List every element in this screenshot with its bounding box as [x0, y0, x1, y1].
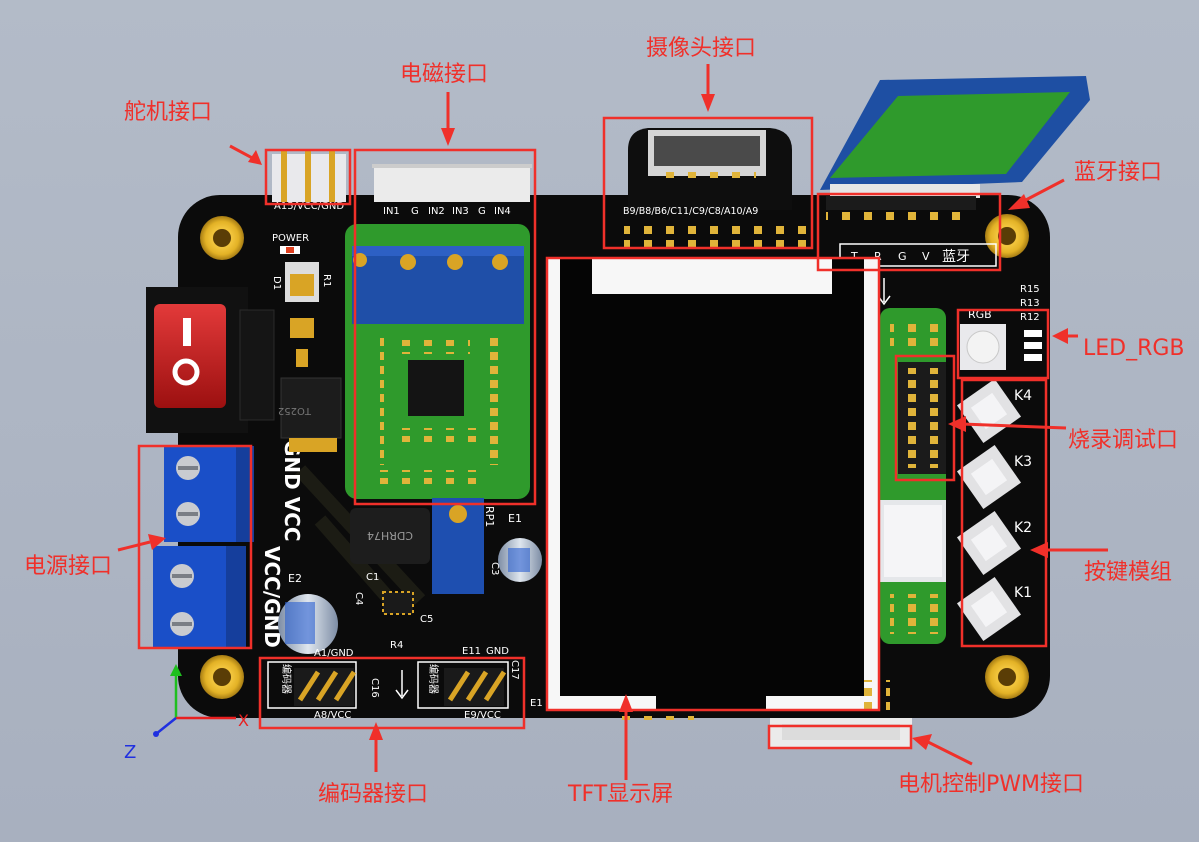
- enc1-pin-silk: A1/GND: [314, 648, 354, 659]
- mounting-holes: [200, 214, 1029, 699]
- svg-text:K4: K4: [1014, 388, 1032, 404]
- r1-silk: R1: [321, 274, 332, 287]
- svg-text:IN1: IN1: [383, 206, 400, 217]
- callout-motor-pwm: 电机控制PWM接口: [898, 772, 1085, 797]
- camera-pin-silk: B9/B8/B6/C11/C9/C8/A10/A9: [623, 206, 758, 217]
- c1-silk: C1: [366, 572, 379, 583]
- bt-pin-r: R: [874, 250, 882, 263]
- servo-pin-silk: A15/VCC/GND: [274, 201, 344, 212]
- box-debug: [894, 354, 956, 482]
- svg-text:K3: K3: [1014, 454, 1032, 470]
- svg-text:K1: K1: [1014, 585, 1032, 601]
- callout-tft: TFT显示屏: [568, 782, 674, 807]
- box-servo: [264, 148, 352, 206]
- power-terminal: [153, 446, 254, 648]
- c17-silk: C17: [509, 660, 520, 680]
- key-k3: K3: [956, 444, 1032, 510]
- key-k1: K1: [956, 576, 1032, 642]
- regulator-area: D1 R1 TO252: [271, 262, 342, 452]
- tft-display: [546, 258, 878, 720]
- power-components: CDRH74 RP1 E1 C3 E2 C1 C4 C5 R4: [278, 498, 542, 654]
- c3-silk: C3: [489, 562, 500, 575]
- svg-text:K2: K2: [1014, 520, 1032, 536]
- callout-power: 电源接口: [24, 554, 113, 579]
- r13-silk: R13: [1020, 298, 1040, 309]
- bt-pin-g: G: [898, 250, 907, 263]
- c5-silk: C5: [420, 614, 433, 625]
- power-led-silk: POWER: [272, 233, 309, 244]
- box-tft: [545, 256, 881, 712]
- box-bluetooth: [816, 192, 1002, 272]
- svg-text:IN2: IN2: [428, 206, 445, 217]
- axis-indicator: X Z: [124, 664, 249, 763]
- callout-bluetooth: 蓝牙接口: [1074, 160, 1163, 185]
- callout-camera: 摄像头接口: [646, 36, 757, 61]
- box-keys: [960, 378, 1048, 648]
- bt-silk-label: 蓝牙: [942, 249, 970, 265]
- box-camera: [602, 116, 814, 250]
- enc2-silk: 编码器: [427, 664, 440, 694]
- em-module: IN1 G IN2 IN3 G IN4: [345, 164, 532, 499]
- callout-arrows: [117, 64, 1108, 780]
- svg-text:IN4: IN4: [494, 206, 511, 217]
- em-pin-labels: IN1 G IN2 IN3 G IN4: [383, 206, 511, 217]
- bt-pin-t: T: [850, 250, 858, 263]
- motor-pwm-connector: [770, 680, 912, 748]
- enc2-gnd-silk: GND: [486, 646, 509, 657]
- enc1-bottom-silk: A8/VCC: [314, 710, 351, 721]
- enc2-bottom-silk: E9/VCC: [464, 710, 501, 721]
- gnd-vcc-silk: GND VCC: [280, 440, 304, 542]
- axis-x-label: X: [238, 711, 249, 730]
- box-power: [137, 444, 253, 650]
- enc2-e11-silk: E11: [462, 646, 481, 657]
- box-encoder: [258, 656, 526, 730]
- axis-z-label: Z: [124, 742, 136, 763]
- box-led-rgb: [956, 308, 1050, 380]
- rp1-silk: RP1: [483, 506, 496, 527]
- r4-silk: R4: [390, 640, 403, 651]
- box-motor: [767, 724, 913, 750]
- svg-text:G: G: [478, 206, 486, 217]
- svg-text:IN3: IN3: [452, 206, 469, 217]
- power-switch: [146, 287, 275, 433]
- d1-silk: D1: [271, 276, 282, 290]
- svg-text:G: G: [411, 206, 419, 217]
- encoder-headers: A1/GND 编码器 A8/VCC C16 E11 GND 编码器 E9/VCC…: [267, 646, 543, 721]
- callout-servo: 舵机接口: [124, 100, 213, 125]
- box-em: [353, 148, 537, 506]
- key-k2: K2: [956, 510, 1032, 576]
- e1-silk: E1: [508, 512, 522, 525]
- callout-led-rgb: LED_RGB: [1083, 336, 1185, 361]
- enc1-silk: 编码器: [280, 664, 293, 694]
- e1b-silk: E1: [530, 698, 543, 709]
- bt-pin-v: V: [922, 250, 930, 263]
- e2-silk: E2: [288, 572, 302, 585]
- callout-em: 电磁接口: [400, 62, 489, 87]
- to252-silk: TO252: [278, 405, 312, 416]
- callout-debug: 烧录调试口: [1068, 428, 1179, 453]
- inductor-silk: CDRH74: [367, 529, 413, 542]
- callout-boxes: [137, 116, 1050, 750]
- debug-module: [880, 308, 946, 644]
- r15-silk: R15: [1020, 284, 1040, 295]
- c16-silk: C16: [369, 678, 380, 698]
- c4-silk: C4: [353, 592, 364, 605]
- servo-header: A15/VCC/GND POWER: [272, 150, 346, 254]
- r12-silk: R12: [1020, 312, 1040, 323]
- callout-encoder: 编码器接口: [318, 782, 429, 807]
- callout-keys: 按键模组: [1084, 560, 1173, 585]
